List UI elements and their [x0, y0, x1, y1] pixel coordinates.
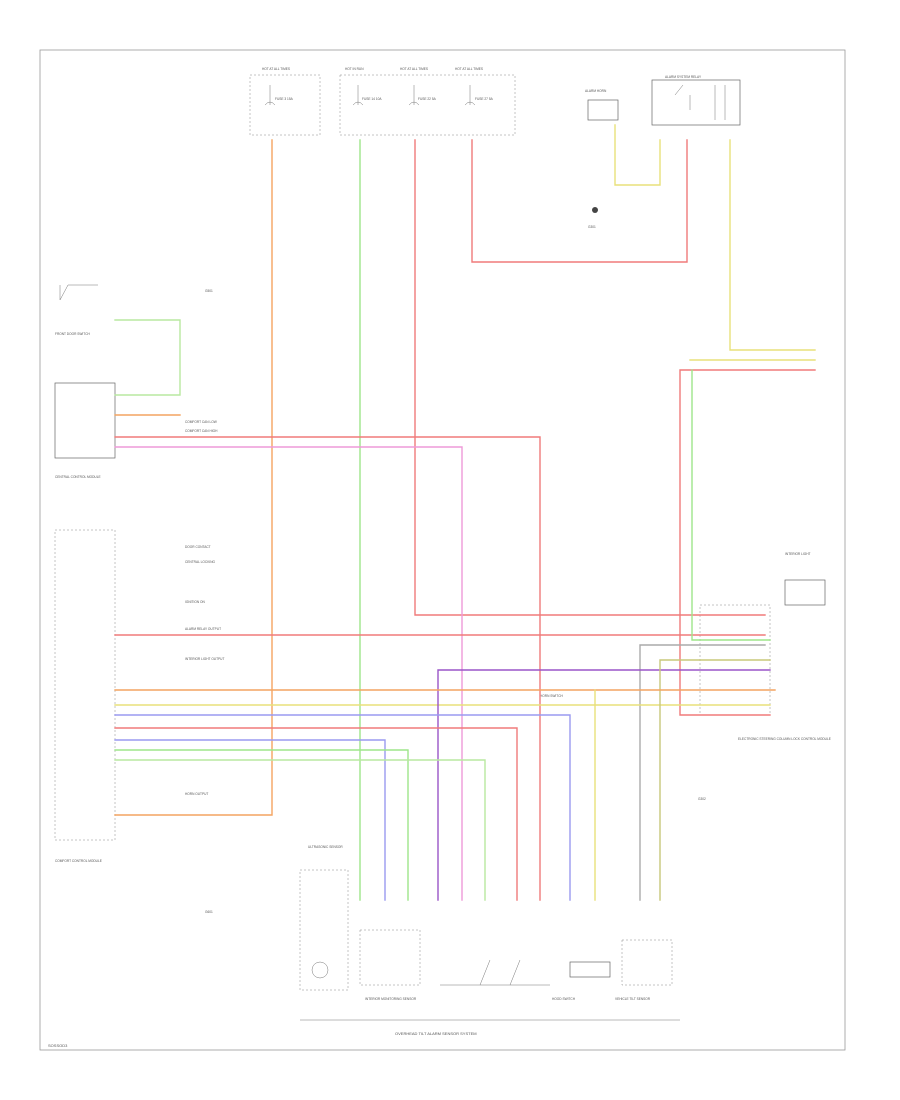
wire-orange-main: [114, 139, 273, 816]
fuse-label-2: HOT IN RUN: [345, 67, 364, 71]
wire-green-low2: [114, 759, 486, 901]
fuse-label-4: HOT AT ALL TIMES: [455, 67, 483, 71]
comfort-control-module: COMFORT CONTROL MODULE DOOR CONTACT CENT…: [54, 529, 224, 863]
wire-red-top: [414, 139, 766, 616]
annot-interior-light-output: INTERIOR LIGHT OUTPUT: [185, 657, 224, 661]
fuse-rating-2: FUSE 14 10A: [362, 97, 382, 101]
fuse-rating-3: FUSE 22 5A: [418, 97, 437, 101]
central-control-module: CENTRAL CONTROL MODULE COMFORT CAN LOW C…: [54, 382, 218, 479]
wire-red-low: [114, 727, 518, 901]
interior-monitoring-sensor-label: INTERIOR MONITORING SENSOR: [365, 997, 417, 1001]
front-door-switch: FRONT DOOR SWITCH G501: [55, 284, 213, 336]
ground-g2: G501: [205, 289, 213, 293]
fuse-label-3: HOT AT ALL TIMES: [400, 67, 428, 71]
corner-code: SOSSOD3: [48, 1043, 68, 1048]
alarm-system-relay: ALARM SYSTEM RELAY: [651, 75, 741, 126]
wire-red-relay: [471, 139, 688, 263]
fuse-label-1: HOT AT ALL TIMES: [262, 67, 290, 71]
central-control-module-label: CENTRAL CONTROL MODULE: [55, 475, 101, 479]
ground-g301: G301: [588, 225, 596, 229]
wire-blue-low: [114, 739, 386, 901]
wire-pink-can: [114, 446, 463, 901]
horn-switch-label: HORN SWITCH: [540, 694, 564, 698]
tilt-sensor: VEHICLE TILT SENSOR: [569, 939, 673, 1001]
annot-comfort-can-low: COMFORT CAN LOW: [185, 420, 217, 424]
alarm-relay-label: ALARM SYSTEM RELAY: [665, 75, 702, 79]
tilt-sensor-label: VEHICLE TILT SENSOR: [615, 997, 651, 1001]
comfort-control-module-label: COMFORT CONTROL MODULE: [55, 859, 102, 863]
annot-central-locking: CENTRAL LOCKING: [185, 560, 216, 564]
wire-green-door: [114, 319, 181, 396]
bottom-title: OVERHEAD TILT ALARM SENSOR SYSTEM: [395, 1031, 477, 1036]
wire-blue-mid: [114, 714, 571, 901]
ground-g3: G601: [205, 910, 213, 914]
annot-horn-output: HORN OUTPUT: [185, 792, 208, 796]
annot-alarm-relay-output: ALARM RELAY OUTPUT: [185, 627, 221, 631]
fuse-rating-4: FUSE 27 5A: [475, 97, 494, 101]
wire-red-can: [114, 436, 541, 901]
hood-switch: HOOD SWITCH: [440, 959, 576, 1001]
front-door-switch-label: FRONT DOOR SWITCH: [55, 332, 91, 336]
wire-purple-mid: [437, 669, 771, 901]
wire-yellow-right: [729, 139, 816, 351]
wire-gray-mid: [639, 644, 766, 901]
annot-ignition-on: IGNITION ON: [185, 600, 206, 604]
steering-lock-module-label: ELECTRONIC STEERING COLUMN LOCK CONTROL …: [738, 737, 831, 741]
fuse-rating-1: FUSE 3 15A: [275, 97, 294, 101]
ultrasonic-sensor: ULTRASONIC SENSOR: [299, 845, 349, 991]
annot-comfort-can-high: COMFORT CAN HIGH: [185, 429, 218, 433]
wire-red-right: [679, 369, 816, 716]
electronic-steering-lock-module: ELECTRONIC STEERING COLUMN LOCK CONTROL …: [540, 552, 831, 801]
wire-yellow-horn: [614, 124, 661, 186]
ultrasonic-sensor-label: ULTRASONIC SENSOR: [308, 845, 343, 849]
alarm-horn: ALARM HORN: [585, 89, 619, 121]
wire-green-low: [114, 749, 409, 901]
interior-monitoring-sensor: INTERIOR MONITORING SENSOR: [359, 929, 421, 1001]
ground-g4: G302: [698, 797, 706, 801]
ground-symbol: [592, 207, 598, 213]
interior-light-label: INTERIOR LIGHT: [785, 552, 811, 556]
wire-green-right: [691, 369, 771, 641]
annot-door-contact: DOOR CONTACT: [185, 545, 211, 549]
wire-harness: [114, 124, 816, 901]
diagram-frame: [39, 49, 846, 1051]
fuse-block: HOT AT ALL TIMES HOT IN RUN HOT AT ALL T…: [249, 67, 516, 136]
wire-olive-mid: [659, 659, 771, 901]
alarm-horn-label: ALARM HORN: [585, 89, 607, 93]
hood-switch-label: HOOD SWITCH: [552, 997, 576, 1001]
